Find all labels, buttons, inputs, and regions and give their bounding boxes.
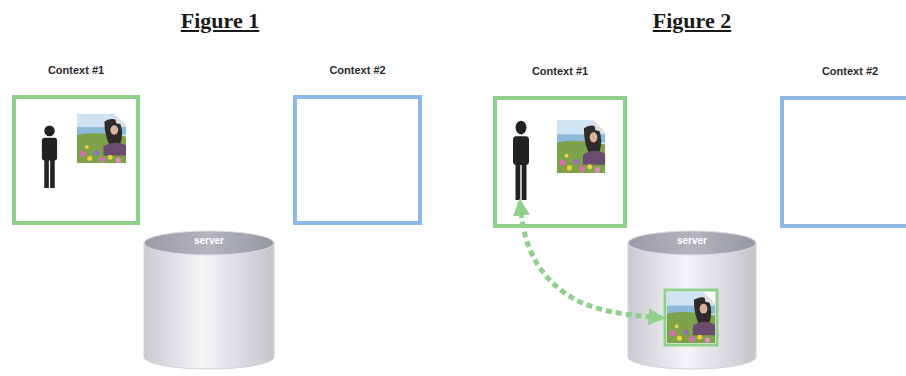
stored-photo — [665, 290, 717, 345]
cylinder-body — [144, 242, 274, 369]
figure-heading: Figure 1 — [100, 8, 340, 34]
server-cylinder: server — [143, 230, 275, 370]
cylinder-top — [628, 231, 756, 255]
context-box: Context #2 — [780, 96, 906, 228]
context-box: Context #1 — [493, 96, 627, 228]
figure-heading: Figure 2 — [572, 8, 812, 34]
user-icon — [513, 121, 529, 200]
cylinder-shape — [627, 230, 757, 370]
cylinder-shape — [143, 230, 275, 370]
cylinder-body — [628, 242, 756, 369]
context-box: Context #2 — [293, 95, 422, 225]
cylinder-top — [144, 231, 274, 255]
figure-heading-slot: Figure 1 — [100, 8, 340, 34]
server-cylinder: server — [627, 230, 757, 370]
photo-frame — [665, 290, 717, 345]
server-label: server — [143, 235, 275, 247]
context-label: Context #2 — [297, 63, 418, 77]
context-label: Context #1 — [16, 63, 136, 77]
photo-image — [555, 118, 607, 175]
user-icon — [42, 125, 57, 188]
server-label: server — [627, 235, 757, 247]
photo-image — [75, 112, 128, 165]
context-box: Context #1 — [12, 95, 140, 225]
context-label: Context #1 — [497, 64, 623, 78]
context-label: Context #2 — [784, 64, 906, 78]
figure-heading-slot: Figure 2 — [572, 8, 812, 34]
